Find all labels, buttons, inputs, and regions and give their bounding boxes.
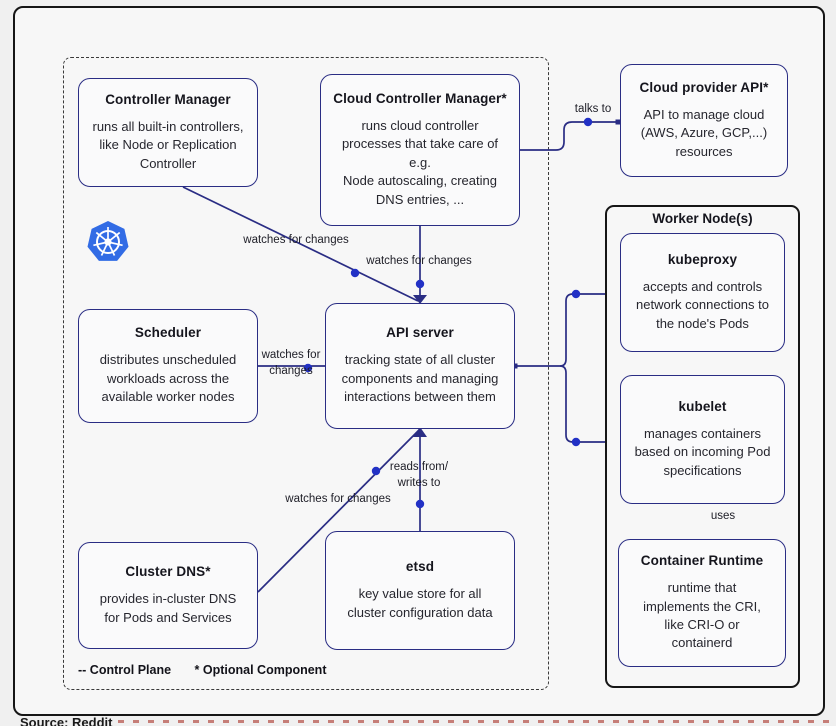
cloud-controller-manager-title: Cloud Controller Manager* bbox=[333, 90, 507, 106]
legend-control-plane: -- Control Plane bbox=[78, 663, 172, 677]
label-watches-scheduler: watches for changes bbox=[261, 349, 321, 377]
label-watches-controller-manager: watches for changes bbox=[243, 234, 349, 246]
cluster-dns-body: provides in-cluster DNS for Pods and Ser… bbox=[99, 591, 237, 625]
box-cloud-provider-api: Cloud provider API* API to manage cloud … bbox=[620, 64, 788, 177]
label-watches-cluster-dns: watches for changes bbox=[285, 493, 391, 505]
box-kubeproxy: kubeproxy accepts and controls network c… bbox=[620, 233, 785, 352]
box-etsd: etsd key value store for all cluster con… bbox=[325, 531, 515, 650]
legend: -- Control Plane * Optional Component bbox=[78, 663, 346, 677]
box-container-runtime: Container Runtime runtime that implement… bbox=[618, 539, 786, 667]
cloud-provider-api-body: API to manage cloud (AWS, Azure, GCP,...… bbox=[640, 106, 768, 159]
box-cluster-dns: Cluster DNS* provides in-cluster DNS for… bbox=[78, 542, 258, 649]
label-reads-from-writes-to: reads from/ writes to bbox=[389, 461, 449, 489]
kubelet-title: kubelet bbox=[678, 398, 727, 414]
legend-optional-component: * Optional Component bbox=[194, 663, 327, 677]
scheduler-title: Scheduler bbox=[134, 325, 202, 341]
cloud-provider-api-title: Cloud provider API* bbox=[639, 79, 769, 95]
label-talks-to: talks to bbox=[574, 103, 612, 115]
controller-manager-body: runs all built-in controllers, like Node… bbox=[92, 118, 244, 171]
etsd-title: etsd bbox=[405, 559, 435, 575]
api-server-body: tracking state of all cluster components… bbox=[341, 352, 499, 405]
box-api-server: API server tracking state of all cluster… bbox=[325, 303, 515, 429]
container-runtime-body: runtime that implements the CRI, like CR… bbox=[643, 580, 761, 651]
etsd-body: key value store for all cluster configur… bbox=[347, 586, 493, 620]
bottom-dashed-artifact bbox=[118, 720, 836, 723]
kubelet-body: manages containers based on incoming Pod… bbox=[634, 425, 771, 478]
worker-node-title: Worker Node(s) bbox=[652, 211, 753, 226]
container-runtime-title: Container Runtime bbox=[640, 553, 764, 569]
cluster-dns-title: Cluster DNS* bbox=[125, 564, 211, 580]
box-kubelet: kubelet manages containers based on inco… bbox=[620, 375, 785, 504]
control-plane-container bbox=[63, 57, 549, 690]
cloud-controller-manager-body: runs cloud controller processes that tak… bbox=[341, 117, 499, 207]
api-server-title: API server bbox=[386, 325, 454, 341]
kubeproxy-body: accepts and controls network connections… bbox=[636, 278, 769, 331]
controller-manager-title: Controller Manager bbox=[105, 91, 231, 107]
box-cloud-controller-manager: Cloud Controller Manager* runs cloud con… bbox=[320, 74, 520, 226]
scheduler-body: distributes unscheduled workloads across… bbox=[99, 352, 237, 405]
source-attribution: Source: Reddit bbox=[20, 715, 113, 726]
label-watches-cloud-controller-manager: watches for changes bbox=[366, 255, 472, 267]
box-controller-manager: Controller Manager runs all built-in con… bbox=[78, 78, 258, 187]
kubeproxy-title: kubeproxy bbox=[667, 251, 738, 267]
label-uses: uses bbox=[710, 510, 736, 522]
box-scheduler: Scheduler distributes unscheduled worklo… bbox=[78, 309, 258, 423]
